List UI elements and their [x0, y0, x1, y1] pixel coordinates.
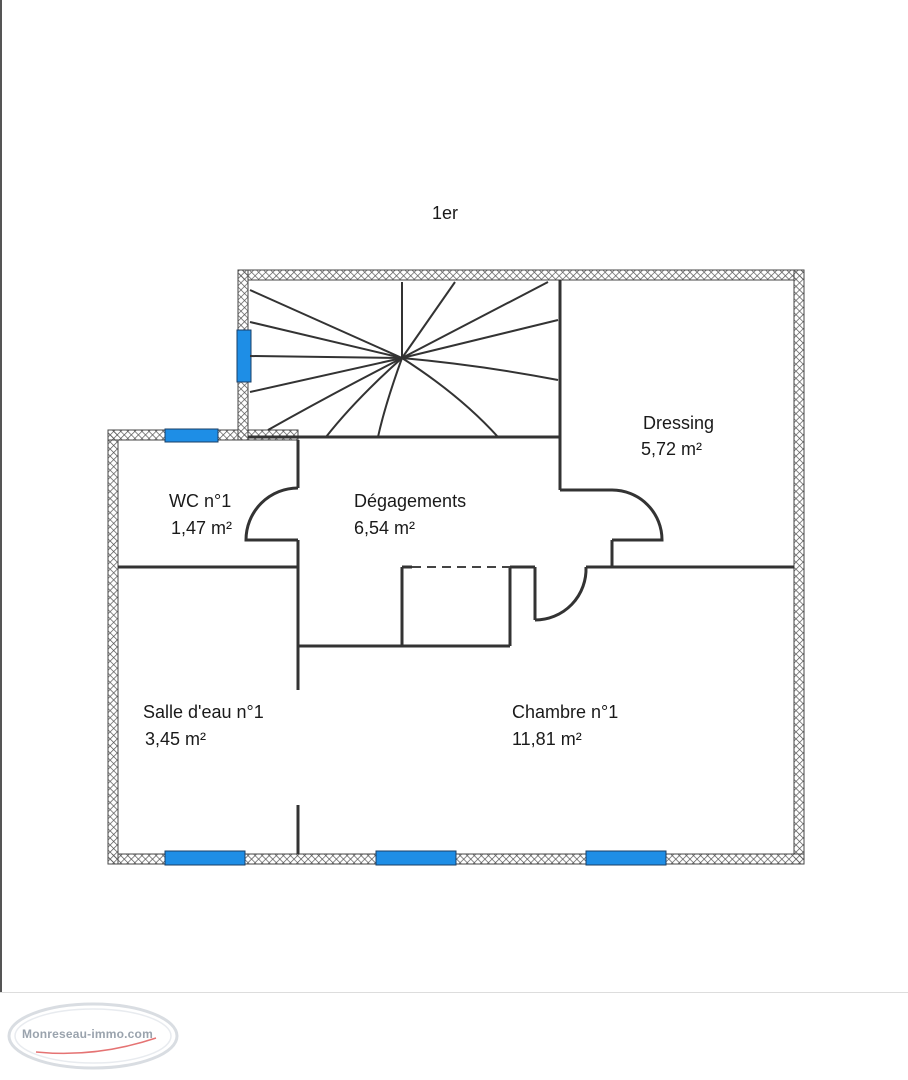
- room-area-salle-eau: 3,45 m²: [145, 729, 207, 749]
- floor-label: 1er: [432, 203, 459, 223]
- room-area-degagements: 6,54 m²: [354, 518, 416, 538]
- watermark-logo-text: Monreseau-immo.com: [22, 1027, 153, 1041]
- room-name-chambre: Chambre n°1: [512, 702, 619, 722]
- staircase: [249, 281, 559, 438]
- page-frame-line: [0, 0, 2, 992]
- window-chambre-1: [375, 850, 457, 866]
- room-area-chambre: 11,81 m²: [512, 729, 582, 749]
- room-area-wc: 1,47 m²: [171, 518, 233, 538]
- room-name-salle-eau: Salle d'eau n°1: [143, 702, 264, 722]
- room-area-dressing: 5,72 m²: [641, 439, 703, 459]
- door-swings: [244, 486, 664, 622]
- window-stairs: [236, 329, 252, 383]
- window-chambre-2: [585, 850, 667, 866]
- watermark-logo-ellipse: [7, 1002, 179, 1070]
- room-name-degagements: Dégagements: [354, 491, 467, 511]
- room-name-dressing: Dressing: [643, 413, 715, 433]
- room-name-wc: WC n°1: [169, 491, 232, 511]
- window-wc: [164, 428, 219, 443]
- window-salle-eau: [164, 850, 246, 866]
- interior-walls: [118, 280, 794, 854]
- page-frame-bottom: [0, 992, 908, 993]
